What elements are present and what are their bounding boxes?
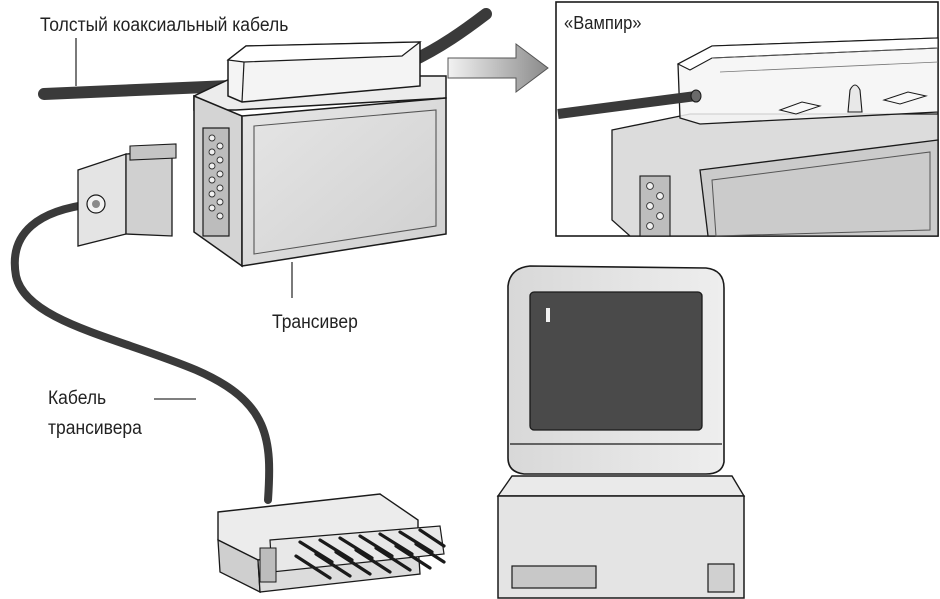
monitor-screen <box>529 291 703 431</box>
transceiver-box <box>193 41 447 268</box>
vampire-zoom-inset <box>555 1 939 237</box>
zoom-arrow <box>447 43 549 93</box>
thick-coax-cable-label: Толстый коаксиальный кабель <box>40 15 289 36</box>
side-connector-pins <box>208 134 224 220</box>
transceiver-label: Трансивер <box>272 312 358 333</box>
db15-connector <box>217 493 446 594</box>
transceiver-cable-label-line1: Кабель <box>48 388 107 409</box>
transceiver-cable-label-line2: трансивера <box>48 418 142 439</box>
transceiver-cable <box>10 200 274 504</box>
transceiver-cable-plug <box>77 143 177 247</box>
db15-pins <box>294 528 446 580</box>
drive-bay <box>511 565 597 589</box>
computer <box>496 265 746 599</box>
power-button <box>707 563 735 593</box>
vampire-label: «Вампир» <box>564 13 642 33</box>
